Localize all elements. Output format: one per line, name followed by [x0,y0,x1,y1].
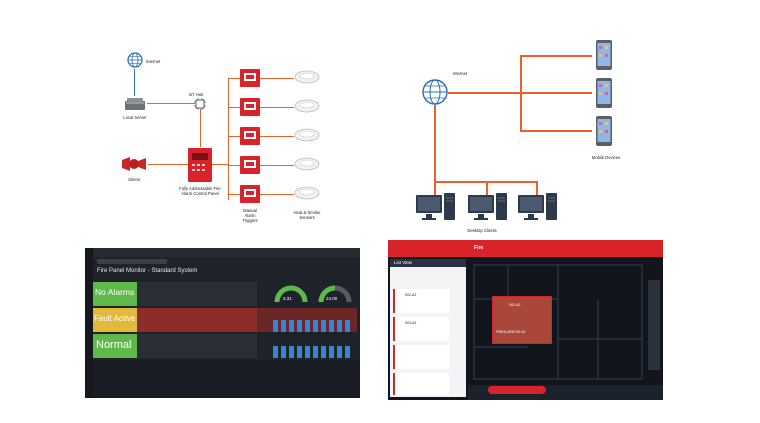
normal-row-detail [137,334,257,358]
desktop-client-icon [518,193,558,221]
bus-to-mobile-wire [520,92,592,94]
page-title: Fire Panel Monitor - Standard System [97,268,198,274]
top-toolbar [93,248,360,257]
siren-to-panel-wire [148,164,188,165]
trigger-to-sensor-wire [260,165,294,166]
gauge-value: 24.00 [326,296,338,301]
alarm-detail-overlay[interactable]: 002-A2 FIREALARM 002-A2 [492,296,552,344]
floor-selector-button[interactable] [488,386,546,394]
fire-map-app-screenshot: Fire List View 002-A2 003-A2 002-A2 FIRE… [388,240,663,400]
bus-to-desktop-wire [486,181,488,195]
internet-globe-icon [127,52,143,68]
bus-branch-wire [228,165,240,166]
bus-branch-wire [228,78,240,79]
internet-globe-icon [422,79,448,105]
control-panel-label: Fully Addressable Fire Alarm Control Pan… [179,186,221,196]
address-bar [97,259,167,264]
status-text: Fault Active [94,314,136,323]
bus-to-desktop-wire [536,181,538,195]
sensors-label: Heat & Smoke Sensors [293,210,321,220]
smoke-sensor-icon [294,70,320,84]
manual-alarm-trigger-icon [240,185,260,203]
manual-alarm-trigger-icon [240,127,260,145]
app-sidebar [85,248,93,398]
bus-to-mobile-wire [520,130,592,132]
device-bus-wire [228,78,229,200]
status-tile-no-alarms: No Alarms [93,282,137,306]
list-view-panel: List View 002-A2 003-A2 [390,259,466,397]
mobile-device-icon [596,40,612,70]
bar-graph-lower [271,342,355,358]
internet-to-desktop-wire [434,105,436,183]
bar-graph-upper [271,316,355,332]
app-header-bar: Fire [388,240,663,257]
trigger-to-sensor-wire [260,107,294,108]
fire-alarm-control-panel-icon [188,148,212,182]
sirens-label: Sirens [128,177,140,182]
manual-triggers-label: Manual Alarm Triggers [242,208,258,223]
overlay-alarm-id: 002-A2 [509,303,521,307]
overlay-alarm-status: FIREALARM 002-A2 [496,330,526,334]
iot-hub-label: IoT Hub [188,92,204,97]
internet-label: Internet [146,59,161,64]
local-server-icon [124,97,146,111]
smoke-sensor-icon [294,99,320,113]
internet-to-server-wire [134,69,135,96]
status-row-detail [137,282,257,306]
mobile-devices-label: Mobile Devices [591,155,621,160]
trigger-to-sensor-wire [260,78,294,79]
desktop-client-icon [416,193,456,221]
gauge-value: 3.31 [283,296,292,301]
bus-branch-wire [228,194,240,195]
brand-name: Fire [474,245,484,251]
left-system-diagram: Internet Local Server IoT Hub Sirens Ful… [110,40,360,235]
alarm-id: 003-A2 [405,321,417,325]
map-side-toolbar [648,280,660,370]
alarm-list-item[interactable] [393,373,449,395]
list-panel-header: List View [390,259,466,267]
manual-alarm-trigger-icon [240,156,260,174]
hub-to-panel-wire [200,109,201,147]
desktop-client-icon [468,193,508,221]
mobile-device-icon [596,116,612,146]
trigger-to-sensor-wire [260,136,294,137]
iot-hub-chip-icon [194,97,206,110]
bus-branch-wire [228,107,240,108]
empty-dashboard-area [93,360,360,398]
gauge-widget: 24.00 [317,282,353,306]
status-tile-normal: Normal [93,334,137,358]
mobile-device-icon [596,78,612,108]
trigger-to-sensor-wire [260,194,294,195]
list-panel-title: List View [394,260,412,265]
manual-alarm-trigger-icon [240,98,260,116]
manual-alarm-trigger-icon [240,69,260,87]
internet-label: Internet [452,71,468,76]
fire-panel-monitor-screenshot: Fire Panel Monitor - Standard System No … [85,248,360,398]
smoke-sensor-icon [294,157,320,171]
bus-to-desktop-wire [434,181,436,195]
panel-to-bus-wire [212,164,228,165]
status-tile-fault-active: Fault Active [93,308,137,332]
alarm-id: 002-A2 [405,293,417,297]
fault-row-detail [137,308,257,332]
local-server-label: Local Server [123,115,147,120]
gauge-widget: 3.31 [273,282,309,306]
alarm-list-item[interactable] [393,345,449,369]
internet-to-mobile-wire [448,92,520,94]
siren-icon [120,154,148,174]
smoke-sensor-icon [294,186,320,200]
bus-branch-wire [228,136,240,137]
server-to-hub-wire [147,103,195,104]
alarm-list-item[interactable]: 003-A2 [393,317,449,341]
smoke-sensor-icon [294,128,320,142]
alarm-list-item[interactable]: 002-A2 [393,289,449,313]
status-text: Normal [96,339,132,351]
status-text: No Alarms [95,287,135,297]
floor-plan-map[interactable] [468,259,648,385]
desktop-clients-label: Desktop Clients [467,228,497,233]
bus-to-mobile-wire [520,55,592,57]
right-network-diagram: Internet Mobile Devices Desktop Clients [400,35,660,240]
